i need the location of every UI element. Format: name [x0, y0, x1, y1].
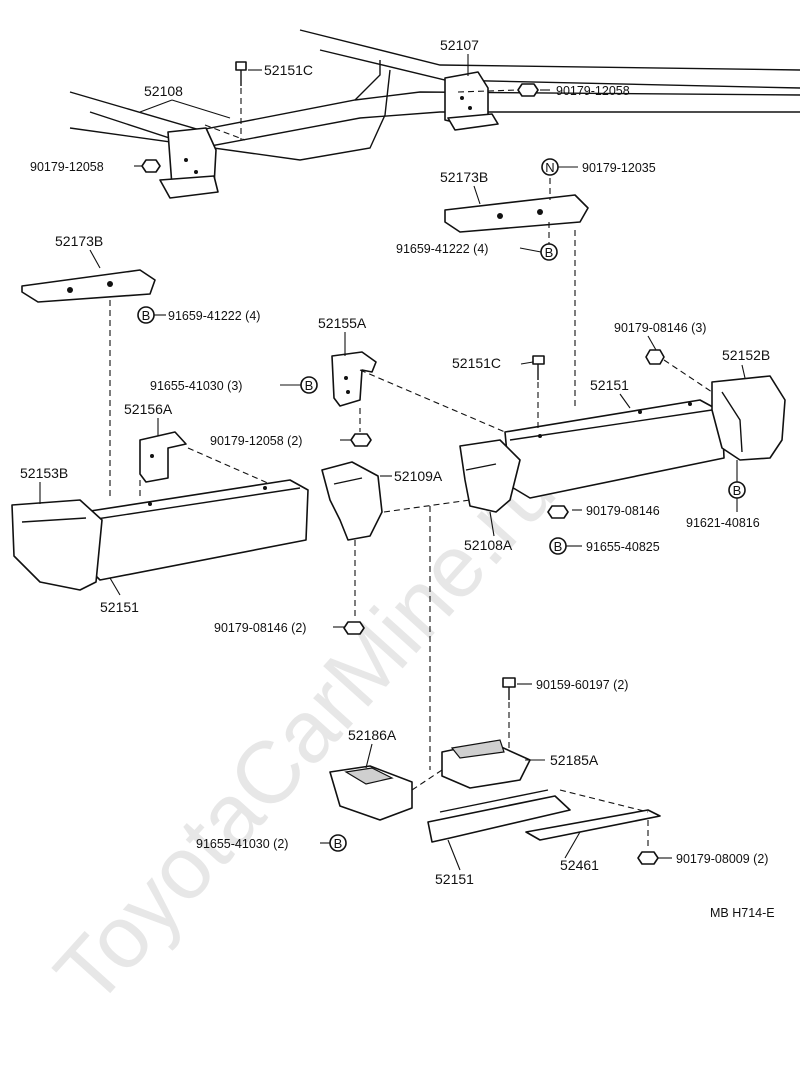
nut-90179-12058-2 [350, 433, 372, 447]
bracket-52108 [159, 127, 219, 199]
washer-90179-12035: N [541, 158, 559, 176]
label-91621-40816: 91621-40816 [686, 516, 760, 530]
symbol-b: B [733, 483, 742, 498]
assembly-lines [109, 89, 713, 850]
symbol-b: B [554, 539, 563, 554]
label-52109A: 52109A [394, 468, 443, 484]
label-90179-08146-2: 90179-08146 (2) [214, 621, 306, 635]
bolt-52151C-mid [532, 355, 545, 430]
bracket-52107 [444, 71, 499, 131]
label-90179-12058-2: 90179-12058 (2) [210, 434, 302, 448]
bolt-52151C-top [235, 61, 247, 140]
bumper-bar-52151-left [83, 479, 309, 581]
label-91655-41030-2: 91655-41030 (2) [196, 837, 288, 851]
label-52156A: 52156A [124, 401, 173, 417]
label-90179-12058-top-left: 90179-12058 [30, 160, 104, 174]
label-52186A: 52186A [348, 727, 397, 743]
diagram-reference-code: MB H714-E [710, 906, 775, 920]
symbol-b: B [142, 308, 151, 323]
bolt-mark-91621-40816: B [728, 481, 746, 499]
nut-90179-08146-3 [645, 349, 665, 365]
step-pad-52186A [329, 765, 413, 821]
label-52108: 52108 [144, 83, 183, 99]
bolt-mark-91659-left: B [137, 306, 155, 324]
bracket-52156A [139, 431, 187, 483]
label-52151-bottom: 52151 [435, 871, 474, 887]
label-52151-right: 52151 [590, 377, 629, 393]
symbol-b: B [334, 836, 343, 851]
plate-52173B-right [444, 194, 589, 233]
symbol-b: B [545, 245, 554, 260]
label-52107: 52107 [440, 37, 479, 53]
bolt-mark-91655-41030-3: B [300, 376, 318, 394]
end-cap-52152B [711, 375, 786, 461]
symbol-n: N [545, 160, 554, 175]
step-pad-52185A [441, 739, 531, 789]
nut-90179-12058-top-left [141, 159, 161, 173]
step-bar-52461 [525, 809, 661, 841]
label-52108A: 52108A [464, 537, 513, 553]
label-52155A: 52155A [318, 315, 367, 331]
symbol-b: B [305, 378, 314, 393]
label-52151C-top: 52151C [264, 62, 313, 78]
nut-90179-12058-top-right [517, 83, 539, 97]
label-52151-left: 52151 [100, 599, 139, 615]
bolt-90159-60197 [502, 677, 516, 750]
label-90179-12058-top-right: 90179-12058 [556, 84, 630, 98]
bracket-52108A [459, 439, 521, 513]
label-52461: 52461 [560, 857, 599, 873]
label-90179-08146-3: 90179-08146 (3) [614, 321, 706, 335]
plate-52173B-left [21, 269, 156, 303]
bolt-mark-91659-right: B [540, 243, 558, 261]
label-52185A: 52185A [550, 752, 599, 768]
label-90179-12035: 90179-12035 [582, 161, 656, 175]
leader-lines [39, 54, 746, 871]
bolt-mark-91655-41030-2: B [329, 834, 347, 852]
label-91655-40825: 91655-40825 [586, 540, 660, 554]
label-91655-41030-3: 91655-41030 (3) [150, 379, 242, 393]
bolt-mark-91655-40825: B [549, 537, 567, 555]
label-90179-08009: 90179-08009 (2) [676, 852, 768, 866]
label-90159-60197: 90159-60197 (2) [536, 678, 628, 692]
label-90179-08146: 90179-08146 [586, 504, 660, 518]
nut-90179-08009 [637, 851, 659, 865]
nut-90179-08146-2 [343, 621, 365, 635]
label-52151C-mid: 52151C [452, 355, 501, 371]
label-91659-41222-left: 91659-41222 (4) [168, 309, 260, 323]
bracket-52155A [331, 351, 377, 407]
bracket-52109A [321, 461, 383, 541]
label-52152B: 52152B [722, 347, 770, 363]
label-52153B: 52153B [20, 465, 68, 481]
label-52173B-left: 52173B [55, 233, 103, 249]
step-plate-52151 [427, 789, 571, 843]
label-52173B-right: 52173B [440, 169, 488, 185]
end-cap-52153B [11, 499, 103, 591]
label-91659-41222-right: 91659-41222 (4) [396, 242, 488, 256]
part-labels: 52107 52151C 52108 90179-12058 90179-120… [20, 37, 775, 920]
nut-90179-08146 [547, 505, 569, 519]
frame-rails [69, 29, 800, 161]
